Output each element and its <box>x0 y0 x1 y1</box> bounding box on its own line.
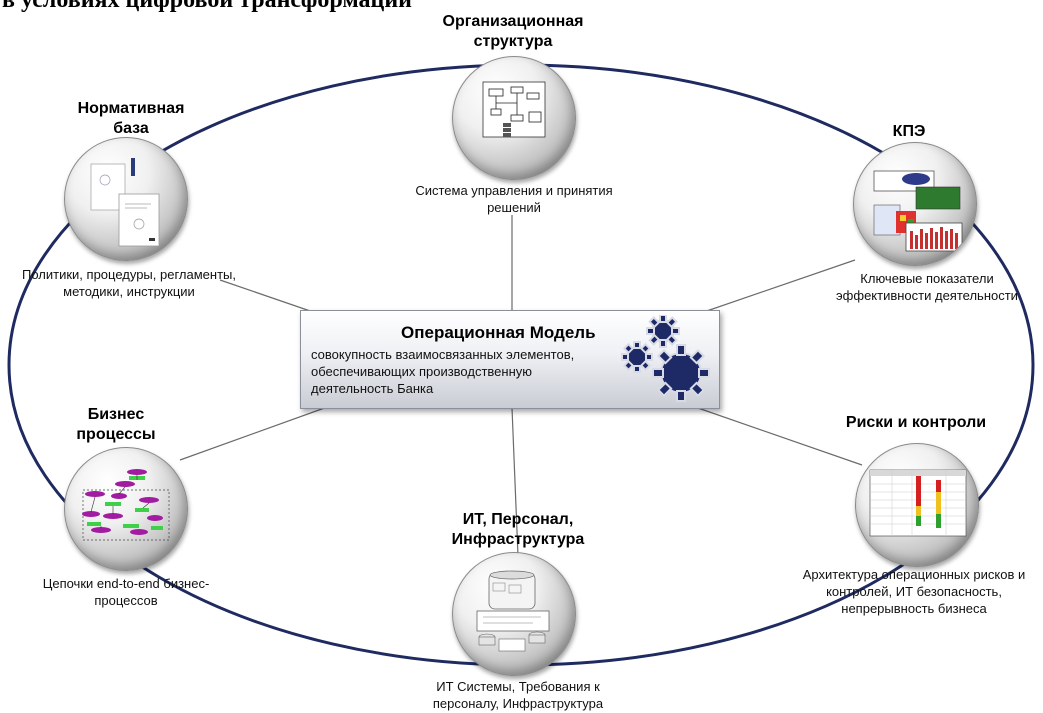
risks-controls-desc: Архитектура операционных рисков и контро… <box>802 567 1026 616</box>
process-flow-icon <box>82 469 170 541</box>
connector-kpe <box>697 259 856 315</box>
it-personnel-desc: ИТ Системы, Требования к персоналу, Инфр… <box>432 679 604 711</box>
page-title: в условиях цифровой трансформации <box>2 0 413 13</box>
business-processes-desc: Цепочки end-to-end бизнес- процессов <box>42 576 210 608</box>
operational-model-box: Операционная Модель совокупность взаимос… <box>300 310 720 409</box>
business-processes-circle <box>64 447 188 571</box>
normative-base-circle <box>64 137 188 261</box>
operational-model-desc: совокупность взаимосвязанных элементов, … <box>311 347 575 396</box>
org-structure-title: Организационная структура <box>442 13 584 50</box>
risks-controls-title: Риски и контроли <box>845 414 987 431</box>
org-structure-circle <box>452 56 576 180</box>
kpi-dashboard-icon <box>873 170 963 252</box>
kpe-circle <box>853 142 977 266</box>
risk-matrix-icon <box>869 469 967 537</box>
org-chart-icon <box>482 81 546 138</box>
normative-base-title: Нормативная база <box>77 100 185 137</box>
it-architecture-icon <box>476 570 550 652</box>
documents-icon <box>90 158 160 247</box>
kpe-title: КПЭ <box>892 123 926 140</box>
gears-icon <box>621 315 710 402</box>
connector-it <box>511 407 519 557</box>
it-personnel-circle <box>452 552 576 676</box>
risks-controls-circle <box>855 443 979 567</box>
connector-bp <box>179 405 331 461</box>
normative-base-desc: Политики, процедуры, регламенты, методик… <box>22 267 236 299</box>
org-structure-desc: Система управления и принятия решений <box>415 183 613 215</box>
operational-model-title: Операционная Модель <box>401 323 596 342</box>
business-processes-title: Бизнес процессы <box>76 406 156 443</box>
it-personnel-title: ИТ, Персонал, Инфраструктура <box>451 511 585 548</box>
kpe-desc: Ключевые показатели эффективности деятел… <box>836 271 1018 303</box>
connector-risk <box>697 407 863 466</box>
